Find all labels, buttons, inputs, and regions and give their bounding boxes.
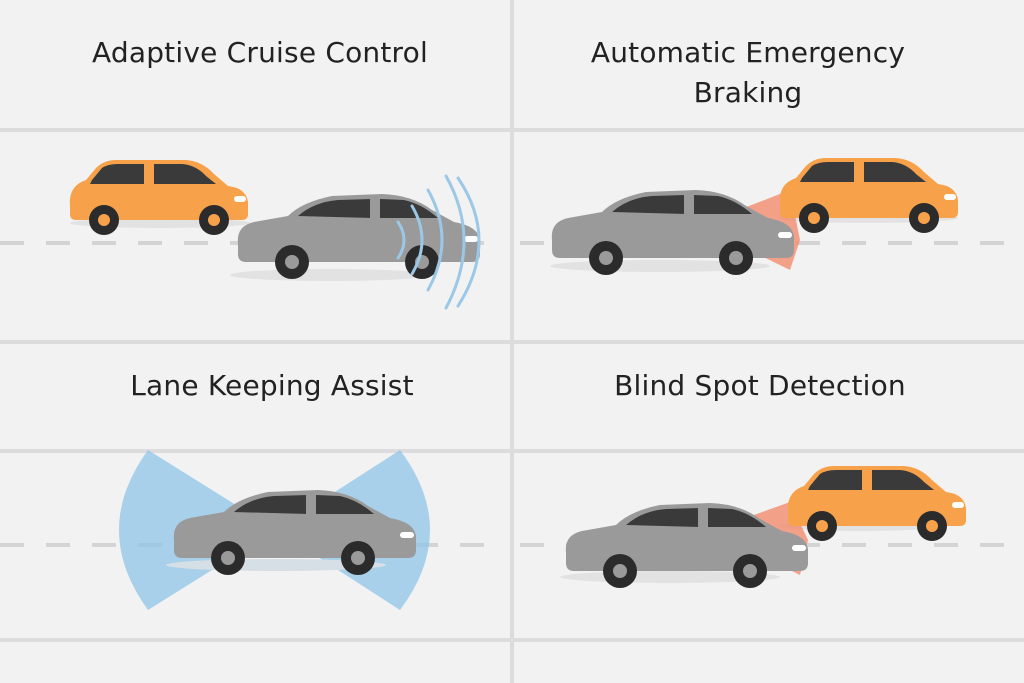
panel-adaptive-cruise-control <box>69 160 481 310</box>
panel-title-lka: Lane Keeping Assist <box>20 366 524 406</box>
panel-blind-spot-detection <box>560 466 966 588</box>
acc-title: Adaptive Cruise Control <box>92 36 428 69</box>
bsd-title: Blind Spot Detection <box>614 369 906 402</box>
lka-title: Lane Keeping Assist <box>130 369 414 402</box>
radar-waves-icon <box>396 174 481 310</box>
panel-lane-keeping-assist <box>119 450 430 610</box>
panel-automatic-emergency-braking <box>550 158 958 275</box>
panel-title-bsd: Blind Spot Detection <box>504 366 1016 406</box>
host-car-grey <box>237 194 480 279</box>
panel-title-acc: Adaptive Cruise Control <box>20 33 500 73</box>
aeb-title-line-1: Automatic Emergency <box>590 36 906 69</box>
aeb-title-line-2: Braking <box>693 76 803 109</box>
panel-title-aeb: Automatic Emergency Braking <box>492 33 1004 113</box>
